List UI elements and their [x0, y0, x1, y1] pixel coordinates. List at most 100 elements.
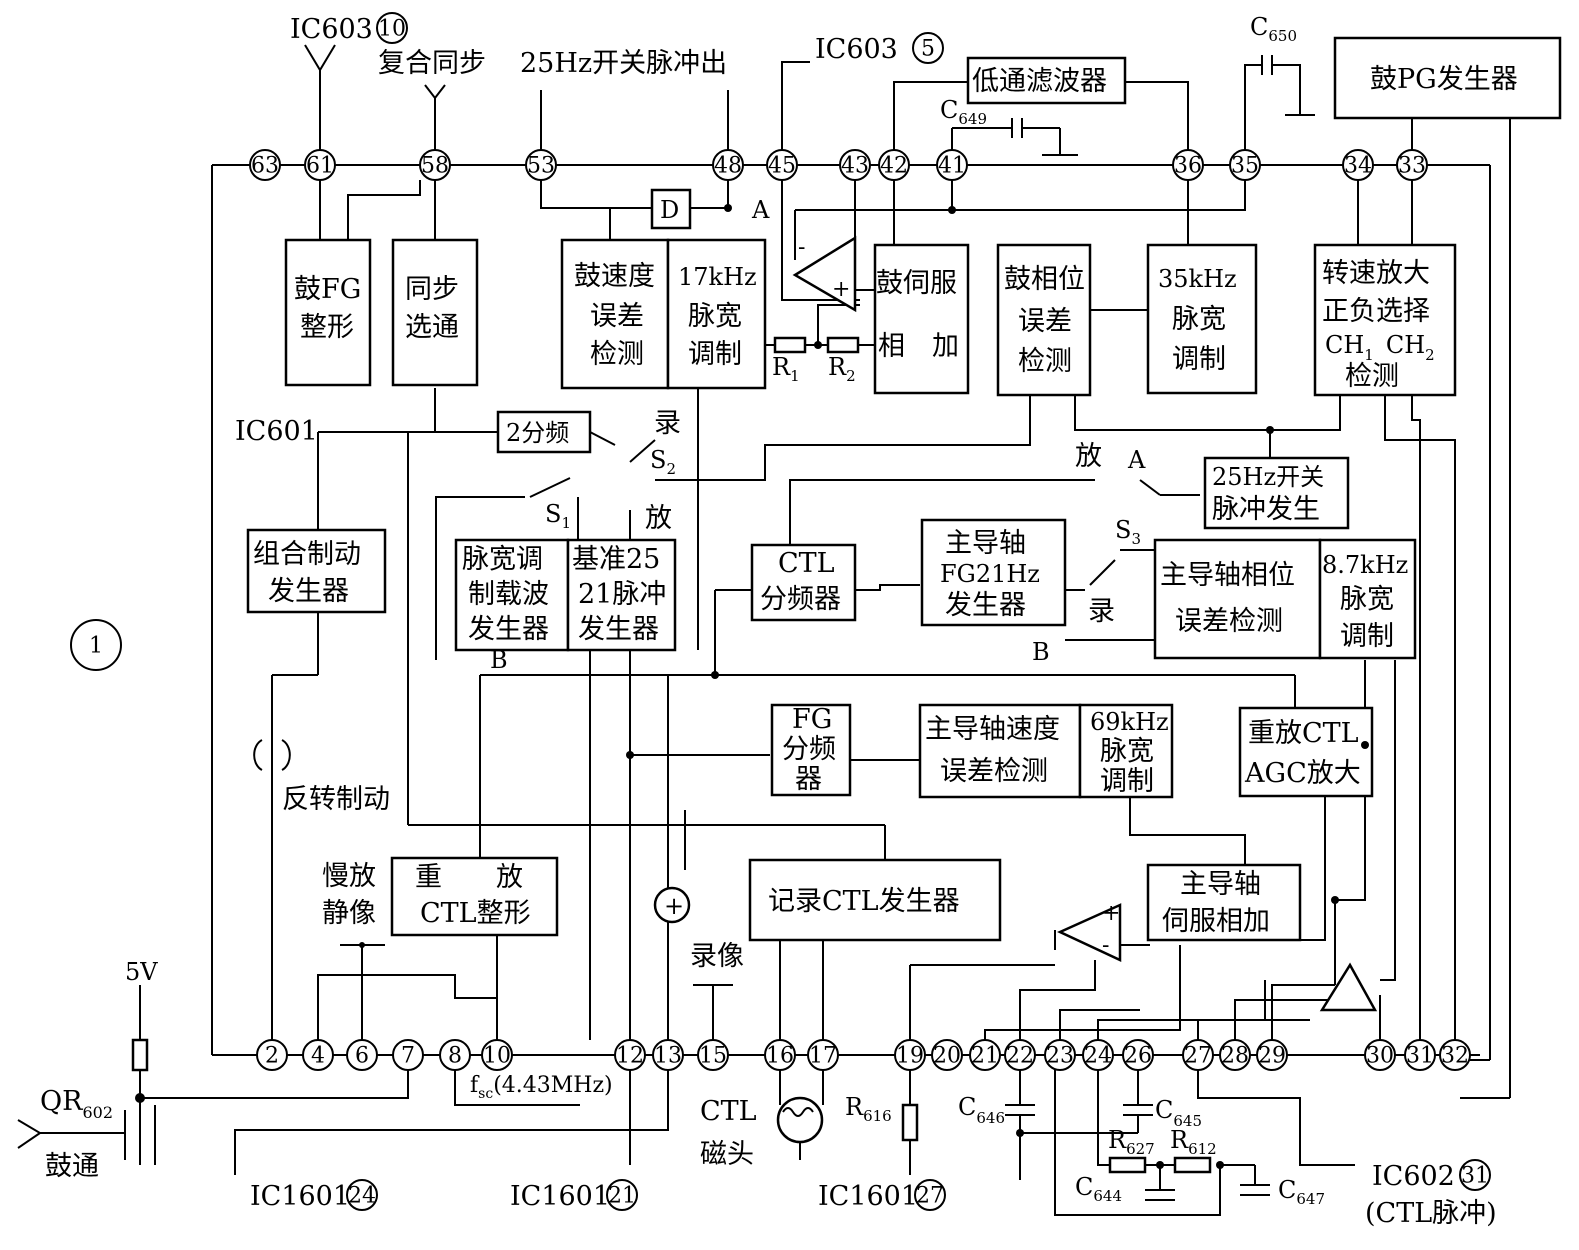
s3-label: S [1115, 516, 1131, 544]
ic1601-21-label: IC1601 [510, 1181, 610, 1212]
switch-play-1: 放 [1075, 441, 1102, 472]
pwm-carrier-label-1: 脉宽调 [462, 544, 543, 575]
fsc-label: f [470, 1073, 480, 1098]
bottom-pin-circle-6 [346, 1039, 378, 1071]
top-pin-label-48: 48 [714, 154, 742, 179]
top-pin-label-42: 42 [880, 154, 908, 179]
svg-text:+: + [1102, 901, 1120, 926]
top-pin-label-34: 34 [1344, 154, 1372, 179]
bottom-pin-label-29: 29 [1258, 1044, 1286, 1069]
pwm35-label-3: 调制 [1172, 344, 1226, 375]
top-pin-circle-43 [839, 149, 871, 181]
combo-brake-label-1: 组合制动 [253, 539, 361, 570]
switch-rec-1: 录 [654, 408, 681, 439]
ref-pulse-label-1: 基准25 [572, 544, 660, 575]
switch-labels: A A B B 录 录 放 放 S1 S2 S3 [490, 196, 1146, 674]
pwm-carrier-label-2: 制载波 [468, 579, 549, 610]
ic1601-21-pin: 21 [608, 1184, 636, 1209]
c645-label: C [1155, 1096, 1173, 1124]
qr602-sub: 602 [82, 1103, 113, 1122]
bottom-pin-circle-15 [697, 1039, 729, 1071]
ic1601-24-pin: 24 [348, 1184, 376, 1209]
div2-label: 2分频 [506, 419, 569, 447]
bottom-pin-circle-30 [1364, 1039, 1396, 1071]
top-pin-circle-63 [249, 149, 281, 181]
slow-still-label-1: 慢放 [322, 861, 376, 892]
bottom-pin-label-31: 31 [1406, 1044, 1434, 1069]
bottom-pin-circle-16 [764, 1039, 796, 1071]
pwm17-label-1: 17kHz [678, 263, 757, 291]
s1-label: S [545, 500, 561, 528]
bottom-pin-circle-28 [1219, 1039, 1251, 1071]
top-pin-circle-41 [936, 149, 968, 181]
bottom-pin-label-21: 21 [971, 1044, 999, 1069]
cap-fg-label-1: 主导轴 [945, 528, 1026, 559]
bottom-pin-label-4: 4 [311, 1044, 325, 1069]
bottom-pin-circle-10 [481, 1039, 513, 1071]
ic1601-27-label: IC1601 [818, 1181, 918, 1212]
svg-text:C649: C649 [940, 96, 987, 128]
switch-a2: A [1127, 446, 1146, 474]
bottom-pin-label-2: 2 [265, 1044, 279, 1069]
svg-text:R2: R2 [828, 353, 856, 385]
svg-text:-: - [798, 235, 805, 260]
top-pin-circle-61 [304, 149, 336, 181]
drum-servo-label-2: 相 加 [878, 331, 959, 362]
drum-pg-label: 鼓PG发生器 [1370, 64, 1518, 95]
switch-pulse-out-label: 25Hz开关脉冲出 [520, 48, 727, 79]
sync-gate-label-2: 选通 [405, 312, 459, 343]
bottom-pin-label-23: 23 [1046, 1044, 1074, 1069]
drum-speed-label-2: 误差 [590, 301, 644, 332]
bottom-pin-label-22: 22 [1006, 1044, 1034, 1069]
switch-a1: A [751, 196, 770, 224]
svg-text:+: + [832, 277, 850, 302]
bottom-pin-label-6: 6 [355, 1044, 369, 1069]
bottom-pin-circle-27 [1182, 1039, 1214, 1071]
bottom-pin-circle-19 [894, 1039, 926, 1071]
top-pin-label-58: 58 [421, 154, 449, 179]
svg-text:S1: S1 [545, 500, 571, 532]
bottom-pin-circle-23 [1044, 1039, 1076, 1071]
c649-sub: 649 [958, 110, 987, 128]
fg-div-label-3: 器 [795, 764, 822, 795]
fg-div-label-1: FG [792, 704, 832, 735]
cap-speed-label-1: 主导轴速度 [925, 714, 1060, 745]
pwm87-label-2: 脉宽 [1340, 584, 1394, 615]
bottom-pin-circle-21 [969, 1039, 1001, 1071]
bottom-pin-circle-17 [807, 1039, 839, 1071]
cap-phase-label-1: 主导轴相位 [1160, 560, 1295, 591]
c650-label: C [1250, 13, 1268, 41]
top-pin-label-53: 53 [527, 154, 555, 179]
bottom-pin-circle-29 [1256, 1039, 1288, 1071]
d-latch-label: D [660, 196, 679, 224]
bottom-pin-label-8: 8 [448, 1044, 462, 1069]
pb-ctl-shape-label-2: CTL整形 [420, 898, 531, 929]
s2-sub: 2 [666, 460, 676, 478]
pwm17-label-2: 脉宽 [688, 301, 742, 332]
speed-amp-ch2-sub: 2 [1425, 346, 1435, 364]
bottom-pin-label-20: 20 [933, 1044, 961, 1069]
sw25-label-2: 脉冲发生 [1212, 494, 1320, 525]
svg-text:S3: S3 [1115, 516, 1141, 548]
r1-sub: 1 [790, 367, 800, 385]
top-pin-circle-48 [712, 149, 744, 181]
ic603-5-label: IC603 [815, 34, 898, 65]
drum-speed-label-3: 检测 [590, 339, 644, 370]
composite-sync-label: 复合同步 [378, 48, 486, 79]
ctl-div-label-2: 分频器 [760, 584, 841, 615]
ctl-head-label-1: CTL [700, 1096, 757, 1127]
bottom-pin-circle-2 [256, 1039, 288, 1071]
bottom-pin-label-19: 19 [896, 1044, 924, 1069]
bottom-pin-label-16: 16 [766, 1044, 794, 1069]
bottom-pin-circle-4 [302, 1039, 334, 1071]
block-labels: 鼓FG 整形 同步 选通 鼓速度 误差 检测 17kHz 脉宽 调制 鼓伺服 相… [253, 64, 1518, 958]
bottom-pin-label-27: 27 [1184, 1044, 1212, 1069]
c645-sub: 645 [1173, 1112, 1202, 1130]
reverse-brake-label: 反转制动 [282, 784, 390, 815]
switch-b1: B [490, 646, 508, 674]
drum-pass-label: 鼓通 [45, 1151, 99, 1182]
drum-speed-label-1: 鼓速度 [574, 261, 655, 292]
pwm87-label-3: 调制 [1340, 621, 1394, 652]
record-video-label: 录像 [690, 941, 744, 972]
